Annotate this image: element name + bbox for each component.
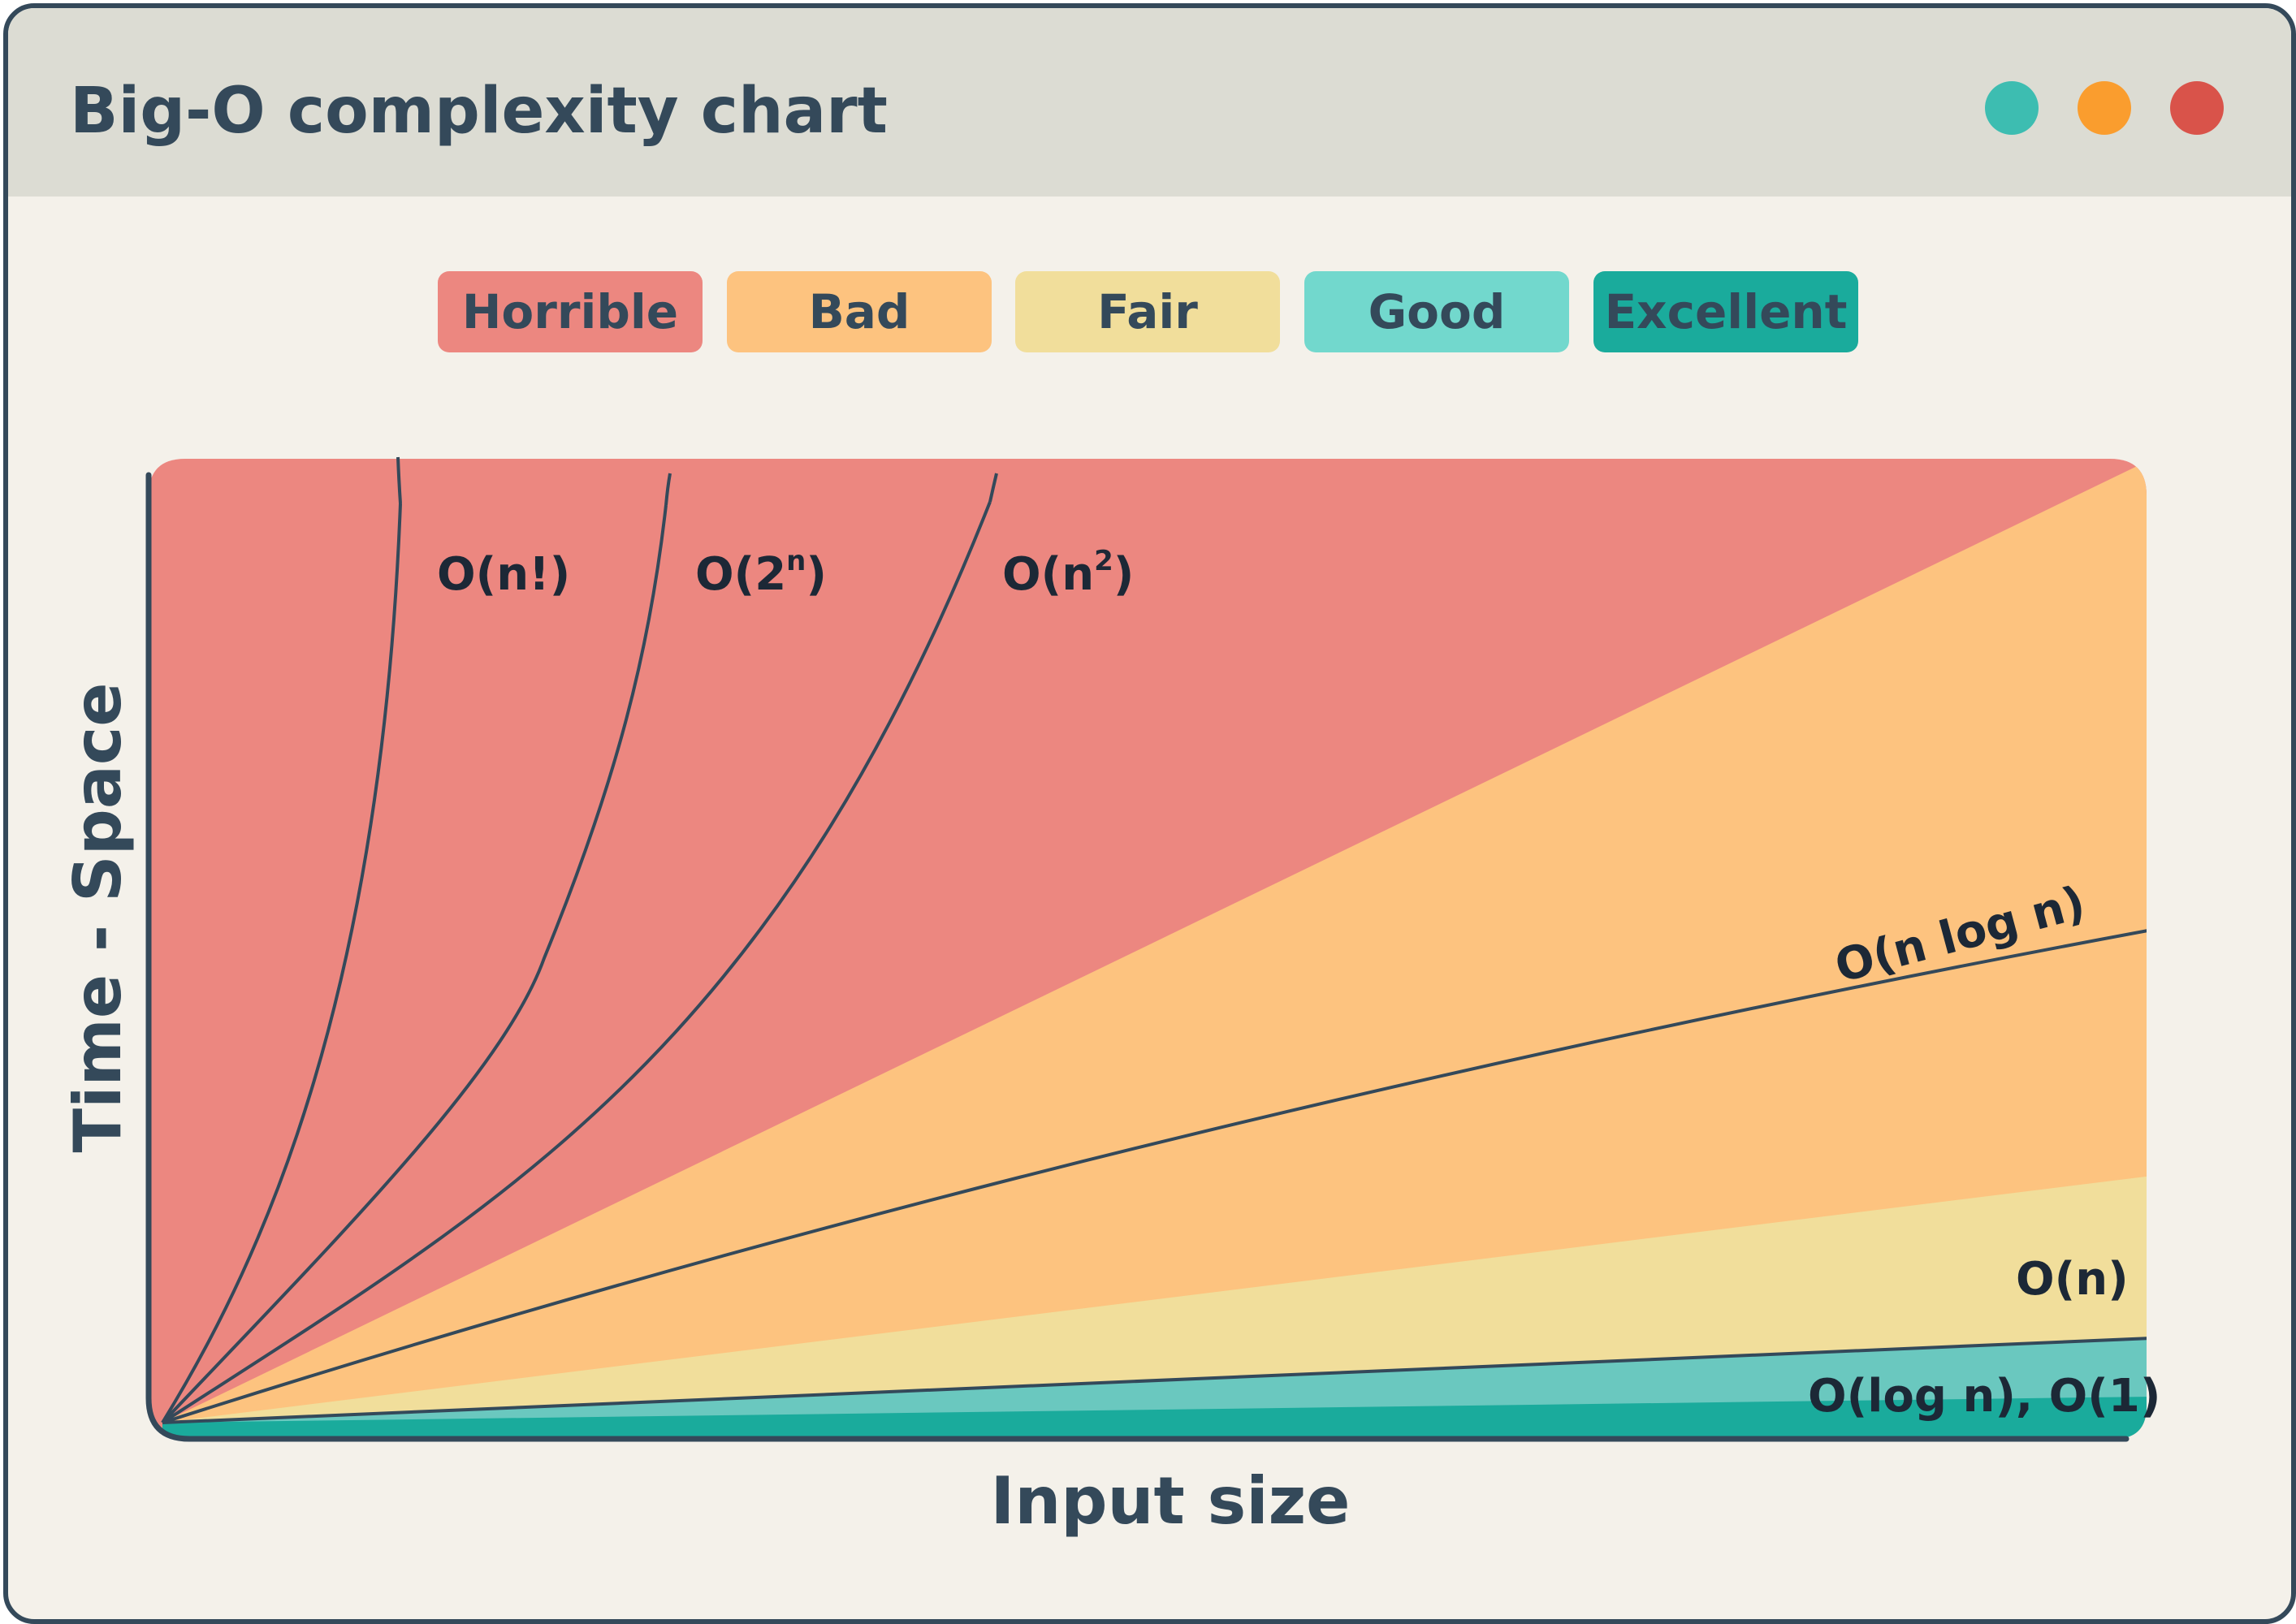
legend-item-horrible: Horrible — [438, 271, 703, 352]
legend-item-excellent: Excellent — [1593, 271, 1858, 352]
x-axis-title: Input size — [991, 1463, 1351, 1539]
series-label-o-n-squared-exponent: 2 — [1094, 545, 1113, 577]
series-label-o-2-n: O(2n) — [695, 545, 827, 601]
legend-item-good: Good — [1304, 271, 1569, 352]
window-title: Big-O complexity chart — [70, 75, 888, 148]
axis-lines — [145, 472, 2130, 1442]
series-line-o-n — [162, 1337, 2147, 1424]
series-line-o-n-factorial — [161, 503, 402, 1424]
legend-item-fair: Fair — [1015, 271, 1280, 352]
series-label-o-n-squared: O(n2) — [1002, 545, 1134, 601]
series-line-o-n-log-n — [162, 928, 2147, 1424]
region-excellent — [162, 1397, 2147, 1439]
window-orange-dot[interactable] — [2078, 81, 2131, 135]
plot-area — [149, 459, 2147, 1439]
series-label-o-n-factorial: O(n!) — [437, 548, 570, 601]
series-line-o-n-squared — [161, 501, 992, 1424]
y-axis-title: Time - Space — [60, 682, 136, 1152]
series-line-o-2-n — [161, 504, 668, 1424]
series-line-o-2-n-top — [664, 473, 672, 506]
legend-item-bad: Bad — [727, 271, 992, 352]
window-close-dot[interactable] — [2170, 81, 2224, 135]
series-label-o-n: O(n) — [2016, 1253, 2129, 1306]
series-label-o-2-n-exponent: n — [786, 545, 806, 577]
series-line-o-n-factorial-top — [396, 456, 402, 504]
region-bad — [162, 459, 2147, 1439]
series-label-o-log-n-o-1: O(log n), O(1) — [1808, 1370, 2160, 1423]
title-bar: Big-O complexity chart — [8, 8, 2291, 197]
window-green-dot[interactable] — [1985, 81, 2039, 135]
series-line-o-n-squared-top — [988, 473, 998, 503]
